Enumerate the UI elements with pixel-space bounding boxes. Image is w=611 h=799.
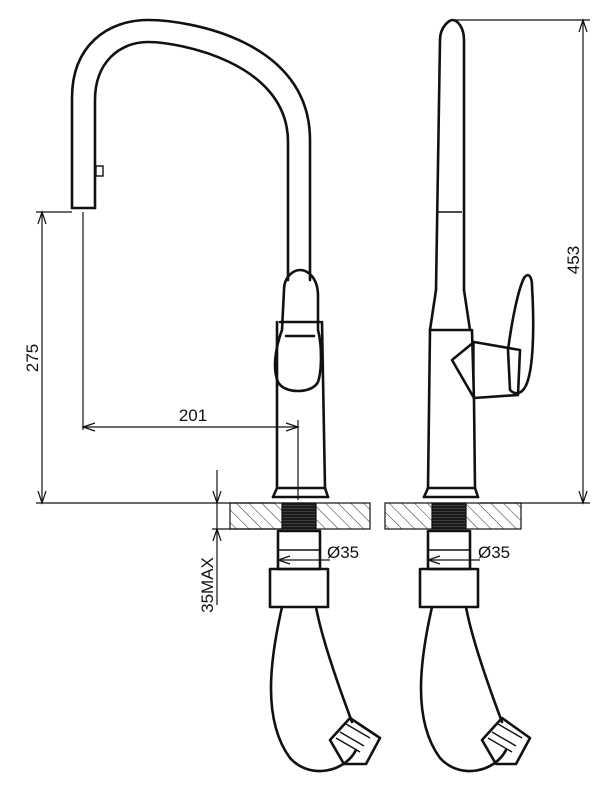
dimension-lines [36,18,590,605]
spout-reach-label: 201 [179,406,207,425]
spout-height-label: 275 [23,344,42,372]
total-height-label: 453 [564,246,583,274]
side-view [384,18,535,773]
front-hose-connector [328,716,382,766]
front-hose-loop-inner [314,605,354,724]
front-spout-outline [70,18,312,282]
front-mounting-nut [268,567,330,609]
counter-thickness-label: 35MAX [198,557,217,613]
spray-button-icon [95,165,104,177]
front-diameter-label: Ø35 [327,543,359,562]
side-diameter-label: Ø35 [478,543,510,562]
front-body-flare [271,486,330,499]
front-body [275,320,327,490]
side-mounting-nut [418,567,480,609]
side-handle-housing [450,340,522,400]
front-hose-loop [269,605,358,773]
side-mounting-thread [431,502,467,530]
side-neck [428,288,472,332]
side-hose-connector [480,716,532,766]
side-body-flare [422,486,480,499]
side-lever-handle [506,273,535,395]
front-hose-connector-detail [335,723,371,753]
front-spout-inner [93,40,290,282]
side-spout [434,18,466,292]
front-view [70,18,382,773]
side-body [426,328,477,490]
front-lever-handle [273,268,323,393]
side-hose-connector-detail [487,723,523,753]
front-mounting-thread [281,502,317,530]
side-hose-loop [419,605,508,773]
side-hose-loop-inner [464,605,504,724]
